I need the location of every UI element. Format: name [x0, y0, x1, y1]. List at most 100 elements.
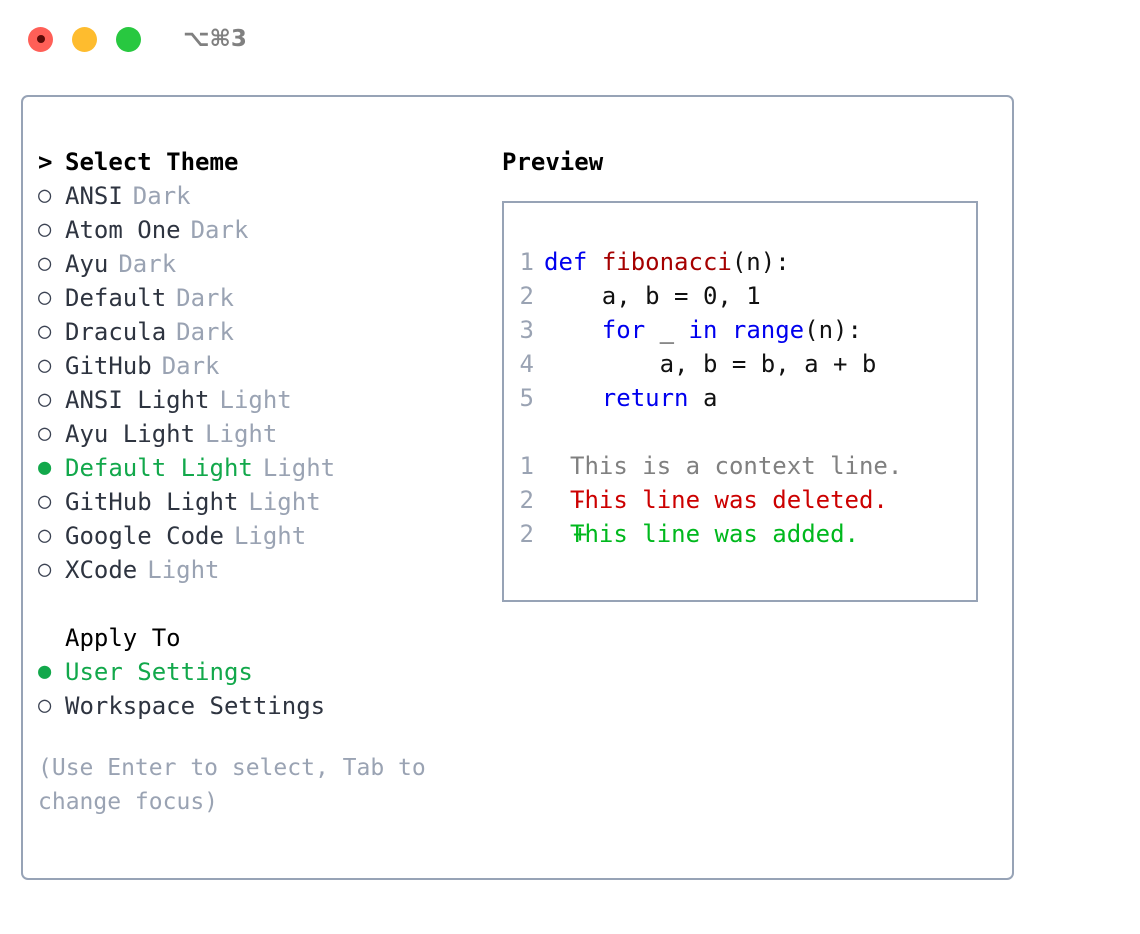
traffic-light-buttons — [28, 26, 141, 52]
code-token-kw: in — [688, 316, 718, 344]
theme-option-label: Ayu — [65, 250, 109, 278]
code-line-number: 3 — [519, 316, 534, 344]
diff-marker — [544, 449, 570, 483]
theme-option[interactable]: ○ GitHub Dark — [38, 349, 488, 383]
diff-marker: - — [544, 486, 602, 514]
radio-unselected-icon: ○ — [38, 353, 52, 378]
apply-to-options: ●User Settings ○ Workspace Settings — [38, 655, 488, 723]
diff-line-text: This is a context line. — [570, 452, 903, 480]
theme-option-tag: Light — [248, 488, 321, 516]
code-token-plain — [587, 248, 601, 276]
theme-option-label: Default — [65, 284, 167, 312]
diff-spacer — [504, 415, 976, 449]
radio-selected-icon: ● — [38, 455, 52, 480]
apply-to-heading-label: Apply To — [65, 624, 181, 652]
radio-unselected-icon: ○ — [38, 693, 52, 718]
code-line-number: 5 — [519, 384, 534, 412]
code-line-text: return a — [544, 381, 718, 415]
code-token-plain — [544, 384, 602, 412]
theme-option-tag: Light — [205, 420, 278, 448]
code-token-plain: a, b = b, a + b — [544, 350, 877, 378]
radio-unselected-icon: ○ — [38, 387, 52, 412]
apply-to-option-label: Workspace Settings — [65, 692, 326, 720]
apply-to-option[interactable]: ○ Workspace Settings — [38, 689, 488, 723]
theme-option-tag: Light — [262, 454, 336, 482]
minimize-button[interactable] — [72, 26, 97, 52]
theme-option-label: Dracula — [65, 318, 167, 346]
caret-icon: > — [38, 148, 53, 176]
radio-selected-icon: ● — [38, 659, 52, 684]
theme-option[interactable]: ○ Atom One Dark — [38, 213, 488, 247]
code-line: 5 return a — [504, 381, 976, 415]
code-line: 4 a, b = b, a + b — [504, 347, 976, 381]
theme-option-label: ANSI — [65, 182, 123, 210]
code-token-kw: def — [544, 248, 588, 276]
code-token-fn: fibonacci — [601, 248, 732, 276]
theme-option-tag: Dark — [190, 216, 249, 244]
theme-option-label: GitHub Light — [65, 488, 239, 516]
theme-option-label: ANSI Light — [65, 386, 210, 414]
window-titlebar: ⌥⌘3 — [0, 0, 1140, 78]
theme-option[interactable]: ○ ANSI Light Light — [38, 383, 488, 417]
diff-line-number: 2 — [519, 520, 534, 548]
close-button[interactable] — [28, 26, 53, 52]
theme-option-tag: Light — [219, 386, 292, 414]
code-line-number: 2 — [519, 282, 534, 310]
diff-line-text: This line was added. — [570, 520, 859, 548]
theme-option[interactable]: ○ ANSI Dark — [38, 179, 488, 213]
theme-option[interactable]: ● Default Light Light — [38, 451, 488, 485]
code-token-kw: range — [731, 316, 805, 344]
code-line: 2 a, b = 0, 1 — [504, 279, 976, 313]
diff-line-number: 2 — [519, 486, 534, 514]
code-line: 3 for _ in range(n): — [504, 313, 976, 347]
theme-option-label: Google Code — [65, 522, 224, 550]
theme-option-tag: Dark — [161, 352, 220, 380]
select-theme-heading-label: Select Theme — [65, 148, 239, 176]
diff-marker: + — [544, 520, 602, 548]
theme-option[interactable]: ○ Default Dark — [38, 281, 488, 315]
theme-option-tag: Light — [147, 556, 220, 584]
code-token-plain: (n): — [804, 316, 862, 344]
theme-option-label: Default Light — [65, 454, 253, 482]
code-token-kw: return — [601, 384, 689, 412]
code-line-text: def fibonacci(n): — [544, 245, 790, 279]
diff-line: 2 - This line was deleted. — [504, 483, 976, 517]
code-line-text: a, b = b, a + b — [544, 347, 877, 381]
theme-option-tag: Light — [233, 522, 307, 550]
radio-unselected-icon: ○ — [38, 285, 52, 310]
theme-option-label: XCode — [65, 556, 138, 584]
keyboard-shortcut-label: ⌥⌘3 — [183, 26, 247, 52]
theme-option-label: GitHub — [65, 352, 152, 380]
radio-unselected-icon: ○ — [38, 183, 52, 208]
diff-line: 1 This is a context line. — [504, 449, 976, 483]
preview-title: Preview — [502, 148, 604, 176]
code-token-plain: a — [688, 384, 718, 412]
theme-option-tag: Dark — [176, 284, 234, 312]
keyboard-hint-text: (Use Enter to select, Tab to change focu… — [38, 755, 426, 815]
theme-option-label: Atom One — [65, 216, 181, 244]
theme-option[interactable]: ○ GitHub Light Light — [38, 485, 488, 519]
radio-unselected-icon: ○ — [38, 251, 52, 276]
apply-to-option[interactable]: ●User Settings — [38, 655, 488, 689]
theme-option-label: Ayu Light — [65, 420, 196, 448]
diff-line-text: This line was deleted. — [570, 486, 888, 514]
zoom-button[interactable] — [116, 26, 141, 52]
theme-option-tag: Dark — [176, 318, 234, 346]
list-spacer — [38, 587, 488, 621]
theme-option-tag: Dark — [132, 182, 191, 210]
radio-unselected-icon: ○ — [38, 489, 52, 514]
diff-sample: 1 This is a context line.2 - This line w… — [504, 449, 976, 551]
radio-unselected-icon: ○ — [38, 217, 52, 242]
